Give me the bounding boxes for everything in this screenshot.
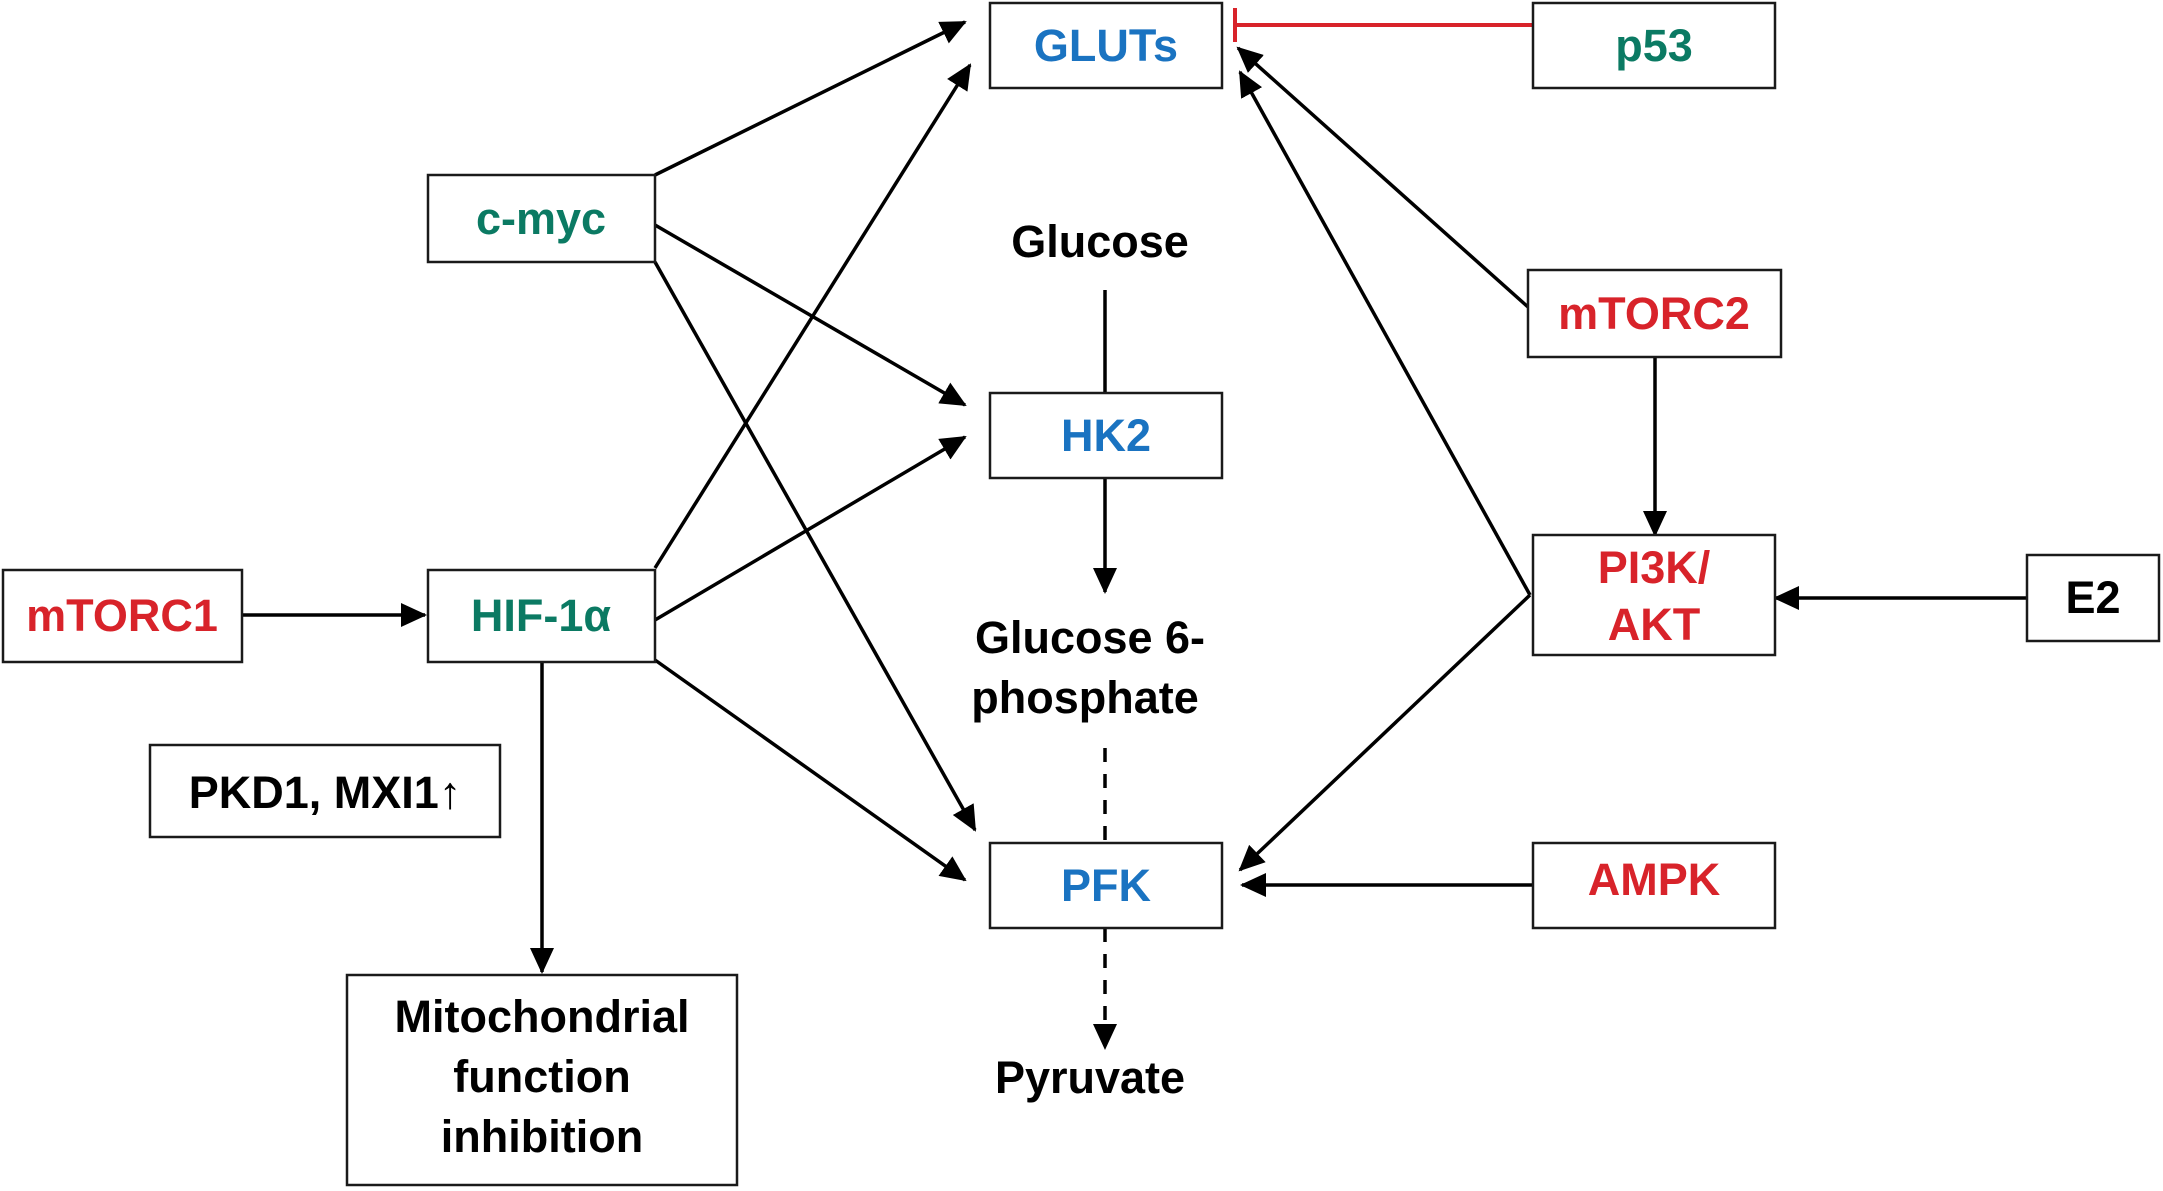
e2-label: E2 xyxy=(2065,572,2120,623)
mitochondrial-label-line3: inhibition xyxy=(441,1111,643,1162)
mitochondrial-label-line2: function xyxy=(453,1051,630,1102)
edge-mtorc2-to-gluts xyxy=(1236,46,1530,309)
pkd1-mxi1-label: PKD1, MXI1↑ xyxy=(189,767,462,818)
mtorc2-label: mTORC2 xyxy=(1558,288,1750,339)
node-hk2: HK2 xyxy=(988,391,1224,480)
edge-cmyc-to-pfk xyxy=(653,261,977,832)
node-gluts: GLUTs xyxy=(988,1,1224,90)
metabolite-glucose: Glucose xyxy=(1011,216,1189,267)
node-pi3k-akt: PI3K/ AKT xyxy=(1531,533,1777,657)
node-cmyc: c-myc xyxy=(426,173,657,264)
ampk-label: AMPK xyxy=(1588,854,1721,905)
pi3k-akt-label-line1: PI3K/ xyxy=(1598,542,1711,593)
edges xyxy=(242,8,2027,1050)
edge-cmyc-to-hk2 xyxy=(654,223,967,407)
node-ampk: AMPK xyxy=(1531,841,1777,930)
mtorc1-label: mTORC1 xyxy=(26,590,218,641)
gluts-label: GLUTs xyxy=(1034,20,1178,71)
node-mtorc1: mTORC1 xyxy=(1,568,244,664)
node-mtorc2: mTORC2 xyxy=(1526,268,1783,359)
edge-pi3k-to-pfk xyxy=(1238,593,1532,872)
pi3k-akt-label-line2: AKT xyxy=(1608,599,1700,650)
metabolite-pyruvate: Pyruvate xyxy=(995,1052,1185,1103)
metabolite-g6p-line1: Glucose 6- xyxy=(975,612,1205,663)
edge-pi3k-to-gluts xyxy=(1238,70,1532,596)
metabolite-g6p-line2: phosphate xyxy=(971,672,1199,723)
edge-hif1a-to-gluts xyxy=(653,63,972,569)
cmyc-label: c-myc xyxy=(476,193,606,244)
edge-cmyc-to-gluts xyxy=(654,20,967,177)
node-pkd1-mxi1: PKD1, MXI1↑ xyxy=(148,743,502,839)
p53-label: p53 xyxy=(1615,20,1693,71)
hk2-label: HK2 xyxy=(1061,410,1151,461)
hif1a-label: HIF-1α xyxy=(471,590,612,641)
pfk-label: PFK xyxy=(1061,860,1152,911)
edge-hif1a-to-hk2 xyxy=(654,435,967,622)
node-pfk: PFK xyxy=(988,841,1224,930)
node-e2: E2 xyxy=(2025,553,2161,643)
edge-hif1a-to-pfk xyxy=(653,658,967,882)
node-mitochondrial: Mitochondrial function inhibition xyxy=(345,973,739,1187)
node-hif1a: HIF-1α xyxy=(426,568,657,664)
mitochondrial-label-line1: Mitochondrial xyxy=(395,991,690,1042)
node-p53: p53 xyxy=(1531,1,1777,90)
